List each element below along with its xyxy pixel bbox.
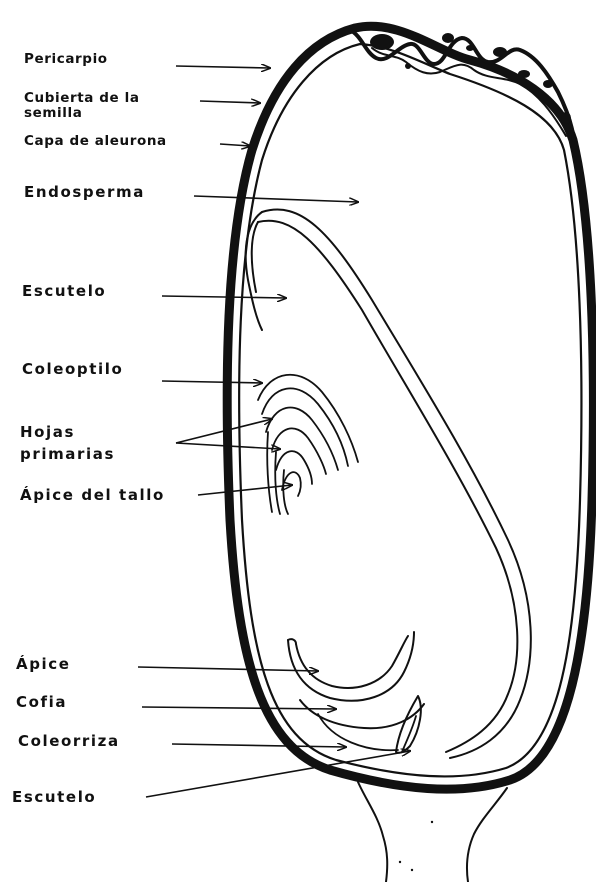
label-coleoptile: Coleoptilo xyxy=(22,360,123,378)
leader-arrows xyxy=(138,66,410,797)
label-primary-leaves-line2: primarias xyxy=(20,445,115,463)
arrow-pericarp xyxy=(176,66,270,68)
arrow-scutellum-top xyxy=(162,296,286,298)
label-seed-coat-line1: Cubierta de la xyxy=(24,90,140,106)
arrow-endosperm xyxy=(194,196,358,202)
label-root-apex: Ápice xyxy=(16,654,71,673)
label-root-cap: Cofia xyxy=(16,693,67,711)
arrow-root-apex xyxy=(138,667,318,671)
grain-outline xyxy=(227,26,593,789)
label-primary-leaves-line1: Hojas xyxy=(20,423,75,441)
arrow-shoot-apex xyxy=(198,485,292,495)
label-aleurone: Capa de aleurona xyxy=(24,133,167,149)
label-scutellum-top: Escutelo xyxy=(22,282,106,300)
label-scutellum-bottom: Escutelo xyxy=(12,788,96,806)
arrow-coleorhiza xyxy=(172,744,346,747)
radicle-structures xyxy=(288,632,424,753)
pericarp-top-detail xyxy=(350,30,574,140)
seed-coat-line xyxy=(239,44,581,776)
label-coleorhiza: Coleorriza xyxy=(18,732,120,750)
arrow-coleoptile xyxy=(162,381,262,383)
label-shoot-apex: Ápice del tallo xyxy=(20,485,165,504)
label-pericarp: Pericarpio xyxy=(24,51,108,67)
label-seed-coat-line2: semilla xyxy=(24,105,82,121)
scutellum-outline xyxy=(246,210,531,758)
arrow-scutellum-bottom xyxy=(146,751,410,797)
stalk xyxy=(358,782,507,882)
coleoptile-and-leaves xyxy=(258,375,358,514)
label-endosperm: Endosperma xyxy=(24,183,145,201)
arrow-seed-coat xyxy=(200,101,260,103)
labels: Pericarpio Cubierta de la semilla Capa d… xyxy=(12,51,167,806)
arrow-aleurone xyxy=(220,144,250,146)
